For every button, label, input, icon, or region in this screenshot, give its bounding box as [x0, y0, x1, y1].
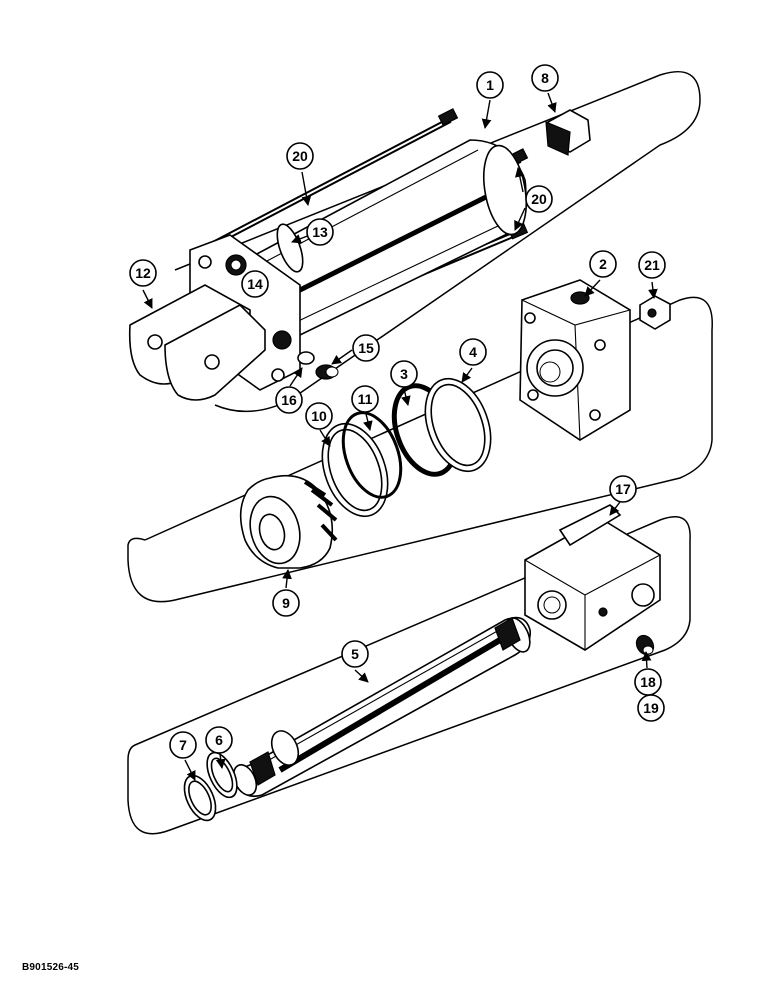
svg-text:16: 16 [281, 392, 297, 408]
callout-1: 1 [476, 71, 504, 99]
rod-end-cap-2 [519, 279, 631, 441]
svg-text:4: 4 [469, 344, 477, 360]
callout-6: 6 [205, 726, 233, 754]
svg-text:2: 2 [599, 256, 607, 272]
callout-7: 7 [169, 731, 197, 759]
svg-text:13: 13 [312, 224, 328, 240]
rod-clevis-17 [524, 504, 661, 651]
callout-20-a: 20 [286, 142, 314, 170]
panel-top-outline [174, 70, 701, 413]
svg-text:7: 7 [179, 737, 187, 753]
callout-4: 4 [459, 338, 487, 366]
rings-6-7 [183, 751, 238, 822]
panel-middle-outline [127, 296, 713, 603]
callout-2: 2 [589, 250, 617, 278]
svg-text:15: 15 [358, 340, 374, 356]
callout-18: 18 [634, 668, 662, 696]
svg-text:5: 5 [351, 646, 359, 662]
callout-9: 9 [272, 589, 300, 617]
callout-19: 19 [637, 694, 665, 722]
svg-text:8: 8 [541, 70, 549, 86]
svg-text:17: 17 [615, 481, 631, 497]
panel-bottom-outline [127, 516, 691, 835]
svg-text:20: 20 [531, 191, 547, 207]
callout-17: 17 [609, 475, 637, 503]
piston-rod-5 [232, 616, 532, 798]
callout-10: 10 [305, 402, 333, 430]
seal-rings [321, 377, 492, 518]
svg-text:21: 21 [644, 257, 660, 273]
figure-id-label: B901526-45 [22, 962, 80, 973]
callout-21: 21 [638, 251, 666, 279]
svg-text:3: 3 [400, 366, 408, 382]
svg-text:18: 18 [640, 674, 656, 690]
callout-5: 5 [341, 640, 369, 668]
callout-3: 3 [390, 360, 418, 388]
set-screw-18 [635, 634, 655, 656]
callout-14: 14 [241, 270, 269, 298]
svg-text:19: 19 [643, 700, 659, 716]
hex-nut-8 [545, 109, 591, 156]
svg-text:11: 11 [358, 391, 373, 407]
fitting-15-16 [297, 351, 339, 380]
hex-nut-21 [639, 295, 671, 330]
svg-text:9: 9 [282, 595, 290, 611]
svg-text:1: 1 [486, 77, 494, 93]
callout-13: 13 [306, 218, 334, 246]
svg-text:6: 6 [215, 732, 223, 748]
svg-text:14: 14 [247, 276, 263, 292]
callout-8: 8 [531, 64, 559, 92]
svg-text:12: 12 [135, 265, 151, 281]
callout-12: 12 [129, 259, 157, 287]
callout-15: 15 [352, 334, 380, 362]
callout-16: 16 [275, 386, 303, 414]
callout-11: 11 [351, 385, 379, 413]
svg-text:20: 20 [292, 148, 308, 164]
piston-9 [239, 474, 338, 569]
svg-text:10: 10 [311, 408, 327, 424]
callout-20-b: 20 [525, 185, 553, 213]
